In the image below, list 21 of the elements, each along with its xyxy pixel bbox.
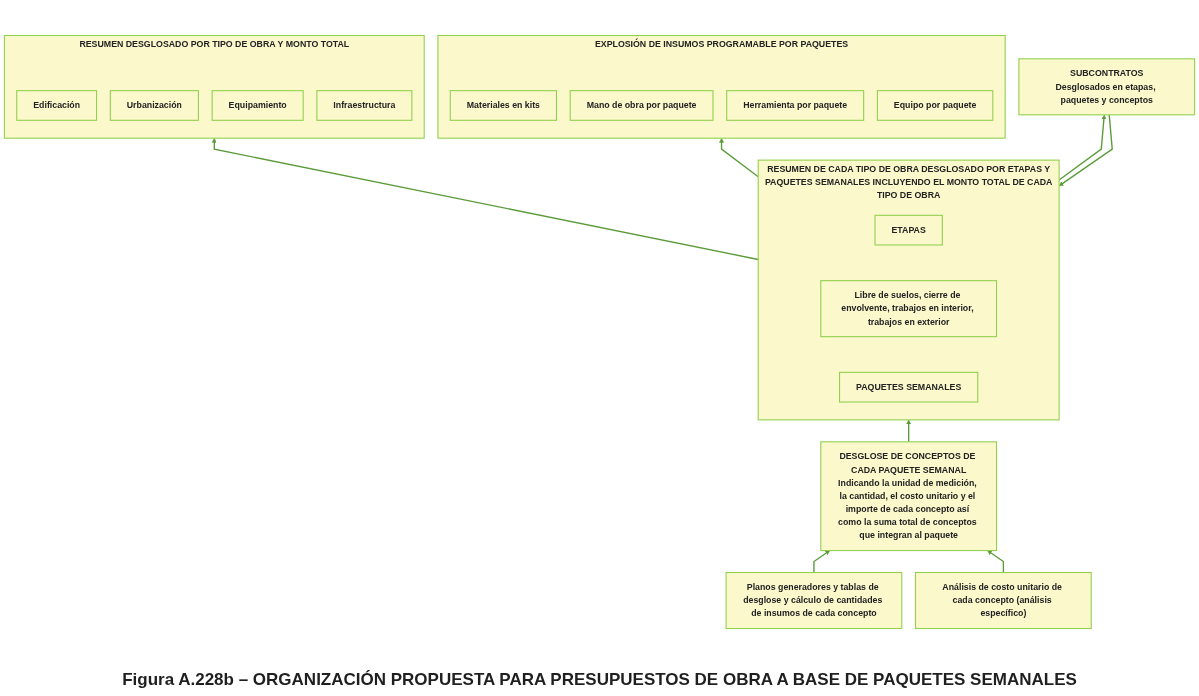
node-box: DESGLOSE DE CONCEPTOS DE CADA PAQUETE SEMANAL Indicando la unidad de medición, la cantidad, el costo unitario y el importe de cada concepto así como la suma total de conceptos que integran al paquete — [820, 441, 998, 552]
arrow — [906, 419, 912, 443]
arrow — [719, 137, 759, 178]
node-box: Urbanización — [109, 90, 199, 121]
node-box: Equipo por paquete — [876, 90, 994, 121]
node-box: Libre de suelos, cierre de envolvente, trabajos en interior, trabajos en exterior — [820, 280, 998, 338]
node-box: Infraestructura — [316, 90, 413, 121]
node-box: PAQUETES SEMANALES — [839, 371, 979, 403]
arrow — [211, 137, 759, 261]
node-box: Materiales en kits — [449, 90, 558, 121]
node-box: Planos generadores y tablas de desglose y cálculo de cantidades de insumos de cada concepto — [725, 571, 903, 630]
node-box: Equipamiento — [211, 90, 304, 121]
node-box: SUBCONTRATOS Desglosados en etapas, paquetes y conceptos — [1018, 58, 1196, 116]
arrow — [987, 550, 1005, 574]
node-box: Mano de obra por paquete — [569, 90, 714, 121]
node-box: ETAPAS — [874, 214, 943, 246]
arrow — [813, 550, 831, 574]
node-box: Herramienta por paquete — [726, 90, 865, 121]
figure-caption: Figura A.228b – ORGANIZACIÓN PROPUESTA PARA PRESUPUESTOS DE OBRA A BASE DE PAQUETES SEMANALES — [121, 669, 1078, 691]
node-box: Análisis de costo unitario de cada concepto (análisis específico) — [914, 571, 1092, 630]
node-box: Edificación — [16, 90, 98, 121]
